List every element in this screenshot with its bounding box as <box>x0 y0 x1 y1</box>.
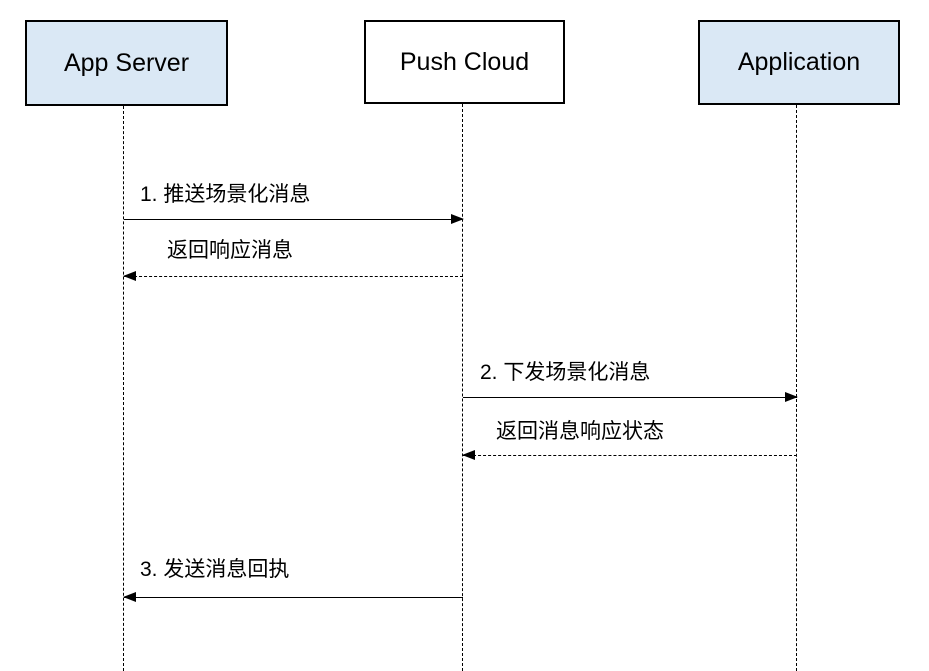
message-arrow-send-receipt <box>123 592 463 602</box>
message-label-push-scenario: 1. 推送场景化消息 <box>140 183 311 206</box>
arrowhead-left-icon <box>462 450 475 460</box>
actor-label-push-cloud: Push Cloud <box>399 47 530 76</box>
message-arrow-return-status <box>462 450 797 460</box>
message-arrow-deliver-scenario <box>463 392 798 402</box>
arrowhead-left-icon <box>123 271 136 281</box>
actor-box-app-server: App Server <box>25 20 228 106</box>
arrowhead-right-icon <box>451 214 464 224</box>
actor-label-app-server: App Server <box>63 48 190 77</box>
message-label-send-receipt: 3. 发送消息回执 <box>140 558 290 581</box>
message-label-return-status: 返回消息响应状态 <box>496 420 664 443</box>
arrowhead-right-icon <box>785 392 798 402</box>
message-label-deliver-scenario: 2. 下发场景化消息 <box>480 361 651 384</box>
actor-box-application: Application <box>698 20 900 105</box>
lifeline-push-cloud <box>462 104 463 671</box>
arrowhead-left-icon <box>123 592 136 602</box>
lifeline-app-server <box>123 106 124 671</box>
actor-label-application: Application <box>737 48 861 76</box>
message-label-return-response: 返回响应消息 <box>167 239 293 262</box>
message-arrow-return-response <box>123 271 463 281</box>
actor-box-push-cloud: Push Cloud <box>364 20 565 104</box>
message-arrow-push-scenario <box>124 214 464 224</box>
lifeline-application <box>796 105 797 671</box>
